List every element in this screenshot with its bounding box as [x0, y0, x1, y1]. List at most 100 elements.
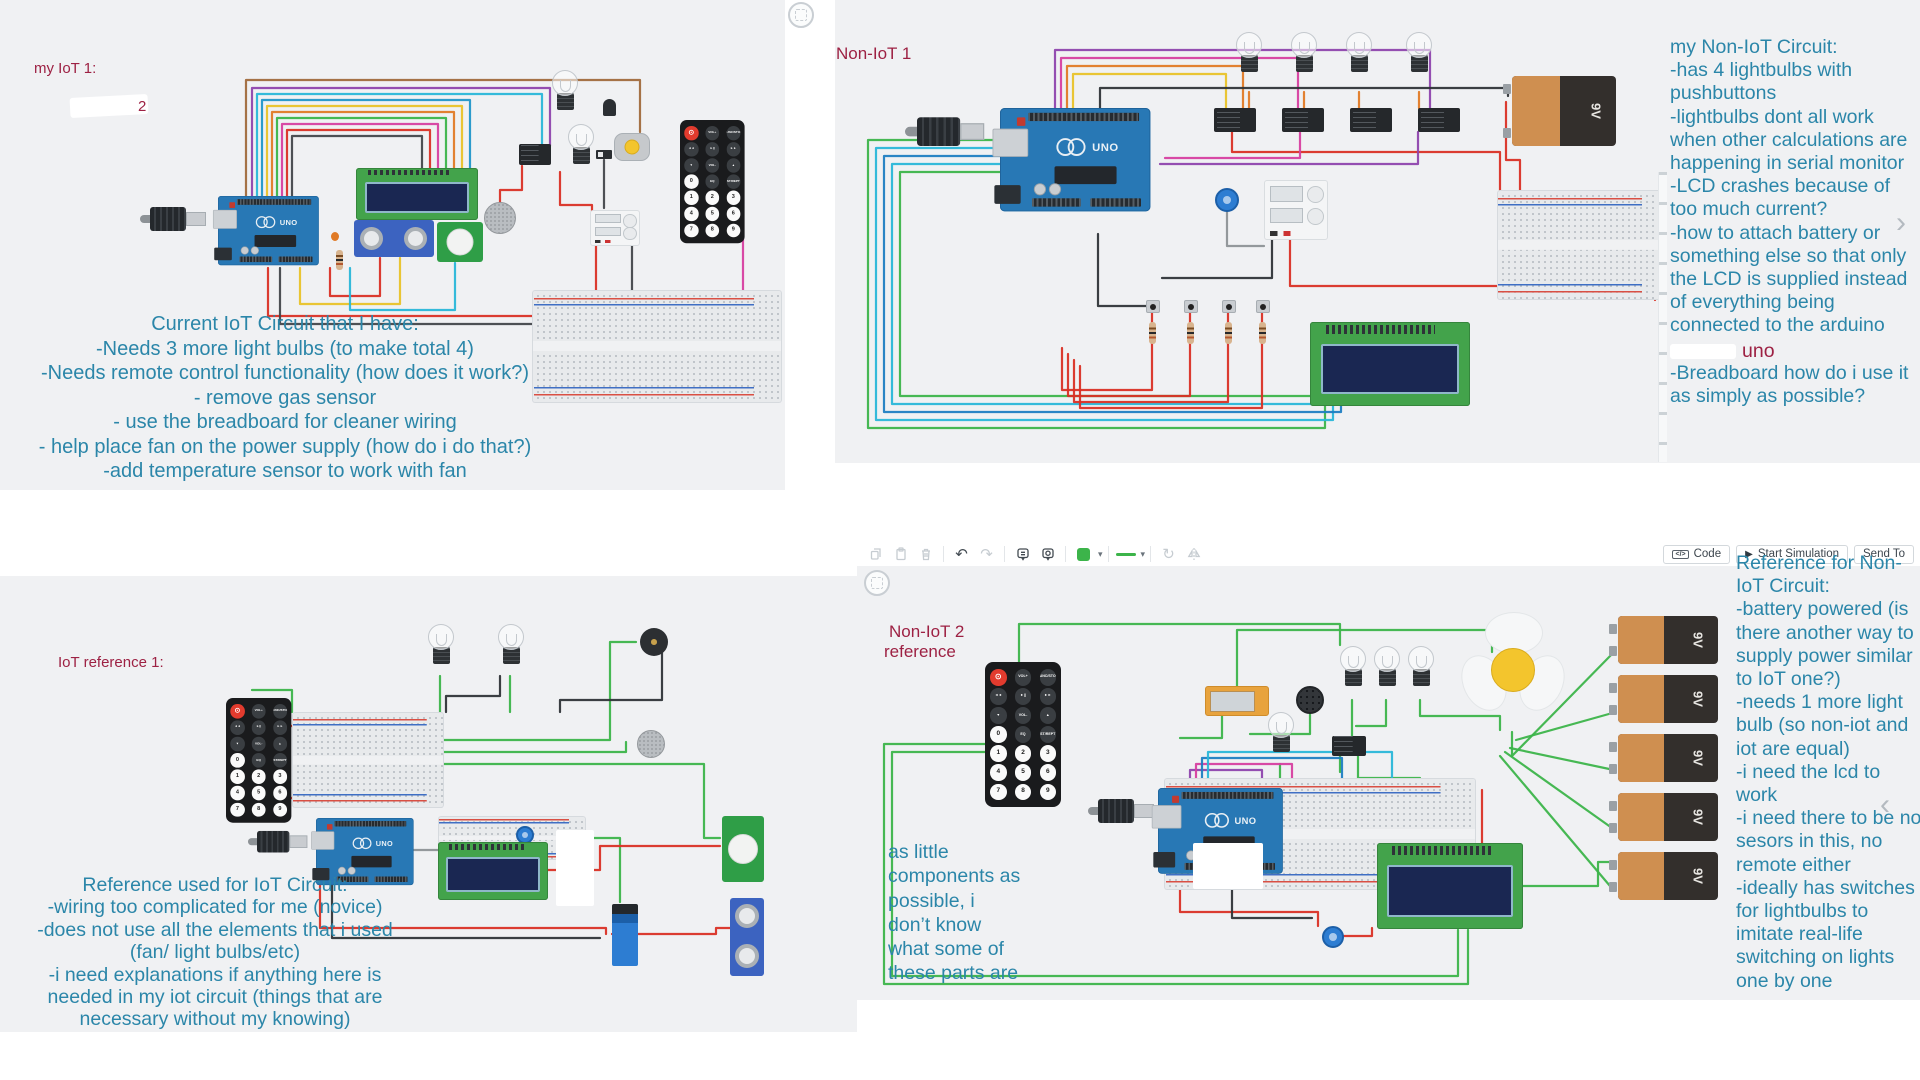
- power-supply[interactable]: [1264, 180, 1328, 240]
- paste-icon[interactable]: [888, 544, 913, 564]
- lightbulb[interactable]: [497, 624, 525, 664]
- remote-button[interactable]: ◄◄: [230, 720, 245, 735]
- annotation-icon[interactable]: [1010, 544, 1035, 564]
- breadboard[interactable]: [292, 712, 444, 808]
- arduino-uno[interactable]: UNO: [311, 818, 414, 886]
- arduino-uno[interactable]: UNO: [992, 108, 1151, 212]
- battery-9v[interactable]: 9V: [1609, 616, 1718, 664]
- resistor[interactable]: [1149, 322, 1156, 344]
- slide-switch[interactable]: [596, 150, 612, 159]
- chevron-down-icon[interactable]: ▾: [1098, 548, 1103, 559]
- remote-button[interactable]: 2: [251, 769, 266, 784]
- remote-button[interactable]: ►||: [1014, 688, 1032, 705]
- remote-button[interactable]: FUNC/STOP: [272, 704, 288, 719]
- ultrasonic-sensor[interactable]: [730, 898, 764, 976]
- remote-button[interactable]: 8: [705, 223, 720, 238]
- remote-button[interactable]: ►||: [251, 720, 266, 735]
- remote-button[interactable]: FUNC/STOP: [726, 125, 741, 140]
- code-button[interactable]: </> Code: [1663, 544, 1731, 564]
- remote-button[interactable]: 1: [990, 745, 1007, 762]
- pir-motion-sensor[interactable]: [437, 222, 483, 262]
- remote-button[interactable]: 8: [251, 802, 266, 817]
- remote-button[interactable]: ►►: [726, 142, 741, 157]
- remote-button[interactable]: ▼: [990, 707, 1007, 724]
- undo-icon[interactable]: ↶: [955, 546, 968, 563]
- remote-button[interactable]: 6: [272, 786, 288, 801]
- remote-button[interactable]: VOL-: [251, 736, 266, 752]
- resistor[interactable]: [1187, 322, 1194, 344]
- potentiometer[interactable]: [1215, 188, 1239, 212]
- pushbutton[interactable]: [1222, 300, 1236, 313]
- remote-button[interactable]: 1: [230, 769, 245, 784]
- remote-button[interactable]: 0: [230, 753, 245, 768]
- relay[interactable]: [1418, 108, 1460, 132]
- remote-button[interactable]: 9: [726, 223, 741, 238]
- remote-button[interactable]: 3: [726, 190, 741, 205]
- remote-button[interactable]: EQ: [251, 753, 266, 768]
- relay[interactable]: [1350, 108, 1392, 132]
- relay[interactable]: [519, 144, 551, 165]
- ir-remote[interactable]: ⊙VOL+FUNC/STOP◄◄►||►►▼VOL-▲0EQST/REPT123…: [680, 120, 745, 244]
- lightbulb[interactable]: [1405, 32, 1433, 72]
- breadboard[interactable]: [532, 290, 782, 403]
- speaker[interactable]: [1296, 686, 1324, 714]
- lightbulb[interactable]: [1407, 646, 1435, 686]
- chevron-left-icon[interactable]: ‹: [1880, 788, 1890, 821]
- relay[interactable]: [1282, 108, 1324, 132]
- remote-button[interactable]: ►||: [705, 142, 720, 157]
- remote-button[interactable]: EQ: [1014, 726, 1032, 743]
- battery-9v[interactable]: 9V: [1609, 734, 1718, 782]
- remote-button[interactable]: 0: [990, 726, 1007, 743]
- remote-button[interactable]: 9: [1039, 783, 1056, 801]
- remote-button[interactable]: 7: [684, 223, 699, 238]
- breadboard[interactable]: [1497, 190, 1661, 300]
- remote-button[interactable]: ▼: [230, 736, 245, 752]
- pir-motion-sensor[interactable]: [722, 816, 764, 882]
- rotate-icon[interactable]: ↻: [1162, 546, 1175, 563]
- lightbulb[interactable]: [567, 124, 595, 164]
- remote-button[interactable]: 6: [1039, 764, 1056, 781]
- dc-motor[interactable]: [614, 133, 650, 161]
- remote-button[interactable]: EQ: [705, 174, 720, 189]
- remote-button[interactable]: ◄◄: [990, 688, 1007, 705]
- lcd-display[interactable]: [1377, 843, 1523, 929]
- battery-9v[interactable]: 9V: [1609, 793, 1718, 841]
- servo-motor[interactable]: [612, 904, 638, 966]
- remote-button[interactable]: ►►: [1039, 688, 1056, 705]
- remote-button[interactable]: 7: [230, 802, 245, 817]
- remote-button[interactable]: 6: [726, 207, 741, 222]
- lightbulb[interactable]: [1290, 32, 1318, 72]
- ir-remote[interactable]: ⊙VOL+FUNC/STOP◄◄►||►►▼VOL-▲0EQST/REPT123…: [226, 698, 292, 823]
- remote-button[interactable]: 2: [705, 190, 720, 205]
- lcd-display[interactable]: [356, 168, 478, 220]
- usb-cable[interactable]: [905, 116, 989, 147]
- ultrasonic-sensor[interactable]: [354, 220, 434, 257]
- seven-segment-display[interactable]: [1205, 686, 1269, 716]
- relay[interactable]: [1214, 108, 1256, 132]
- lcd-display[interactable]: [438, 842, 548, 900]
- start-simulation-button[interactable]: ▶ Start Simulation: [1736, 544, 1848, 564]
- arduino-uno[interactable]: UNO: [212, 196, 319, 266]
- usb-cable[interactable]: [140, 206, 210, 232]
- mirror-icon[interactable]: [1181, 544, 1206, 564]
- redo-icon[interactable]: ↷: [980, 546, 993, 563]
- photoresistor[interactable]: [331, 232, 339, 241]
- remote-button[interactable]: 4: [684, 207, 699, 222]
- remote-button[interactable]: VOL-: [1014, 707, 1032, 724]
- remote-button[interactable]: 9: [272, 802, 288, 817]
- zoom-to-fit-button[interactable]: [788, 2, 814, 28]
- remote-button[interactable]: VOL+: [705, 125, 720, 140]
- remote-button[interactable]: FUNC/STOP: [1039, 669, 1056, 686]
- remote-button[interactable]: 5: [251, 786, 266, 801]
- remote-button[interactable]: ⊙: [230, 704, 245, 719]
- usb-cable[interactable]: [248, 830, 311, 853]
- relay[interactable]: [1332, 736, 1366, 756]
- remote-button[interactable]: 1: [684, 190, 699, 205]
- gas-sensor[interactable]: [637, 730, 665, 758]
- pushbutton[interactable]: [1256, 300, 1270, 313]
- send-to-button[interactable]: Send To: [1854, 544, 1914, 564]
- lightbulb[interactable]: [1267, 712, 1295, 752]
- remote-button[interactable]: VOL+: [1014, 669, 1032, 686]
- zoom-to-fit-button[interactable]: [864, 570, 890, 596]
- remote-button[interactable]: 0: [684, 174, 699, 189]
